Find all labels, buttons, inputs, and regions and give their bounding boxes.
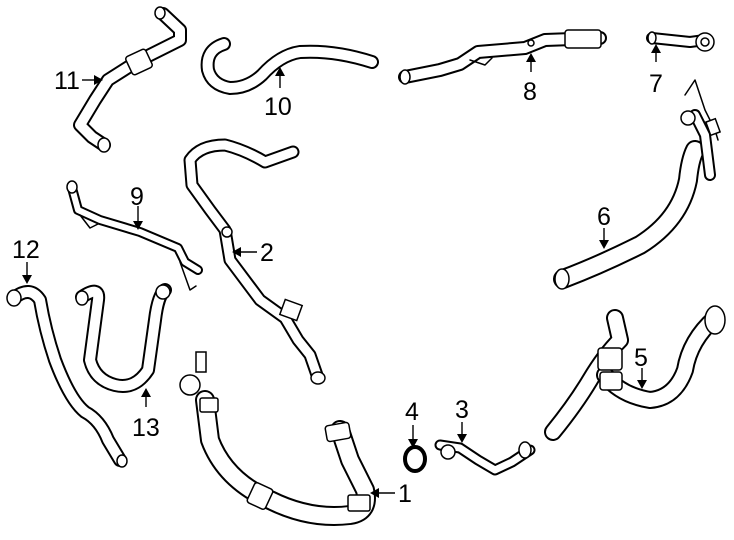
callout-8: 8	[523, 78, 537, 106]
hose-part-12	[6, 285, 128, 468]
connector-part-7	[646, 31, 715, 52]
callout-1: 1	[398, 480, 412, 508]
hose-part-13	[75, 283, 172, 393]
hose-part-6	[553, 79, 722, 290]
hose-part-10	[200, 37, 379, 95]
callout-7: 7	[649, 70, 663, 98]
callout-10: 10	[264, 93, 292, 121]
hose-part-2	[183, 138, 326, 385]
callout-labels: 1 2 3 4 5 6 7 8 9 10 11 12 13	[12, 67, 663, 508]
pipe-part-9	[66, 180, 203, 291]
hose-part-11	[73, 6, 187, 153]
callout-13: 13	[132, 414, 160, 442]
callout-4: 4	[405, 398, 419, 426]
callout-9: 9	[130, 183, 144, 211]
callout-6: 6	[597, 203, 611, 231]
callout-5: 5	[634, 344, 648, 372]
callout-3: 3	[455, 396, 469, 424]
hose-part-5	[544, 305, 726, 441]
pipe-part-3	[434, 439, 536, 476]
pipe-part-8	[398, 29, 607, 85]
callout-11: 11	[54, 67, 80, 95]
hose-part-1	[179, 351, 376, 526]
oring-part-4	[403, 445, 427, 473]
callout-12: 12	[12, 236, 40, 264]
callout-2: 2	[260, 239, 274, 267]
leader-lines	[22, 44, 661, 498]
